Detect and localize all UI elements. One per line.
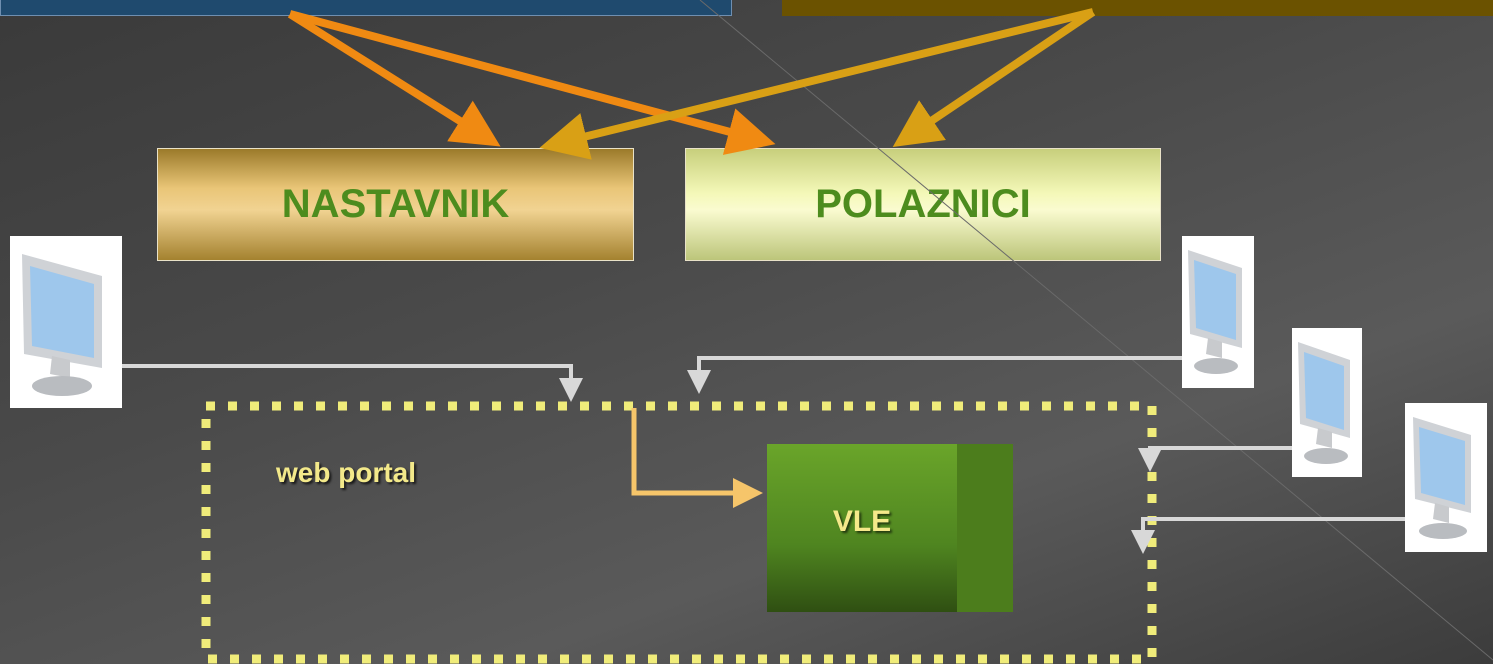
arrow-orange-2: [288, 10, 776, 155]
computer-monitor-icon: [10, 236, 122, 408]
connector-left: [98, 364, 583, 402]
arrow-gold-1: [539, 8, 1094, 160]
teacher-label: NASTAVNIK: [281, 182, 510, 226]
vle-cube: [767, 444, 1013, 612]
vle-label: VLE: [832, 505, 892, 538]
top-left-box: [0, 0, 732, 16]
connector-right-2: [1138, 446, 1322, 472]
students-label: POLAZNICI: [815, 182, 1031, 226]
teacher-box: NASTAVNIK: [157, 148, 634, 261]
arrow-orange-1: [287, 10, 501, 147]
students-box: POLAZNICI: [685, 148, 1161, 261]
portal-label: web portal: [276, 457, 417, 488]
connector-right-3: [1131, 517, 1428, 554]
background-line: [699, 0, 1493, 661]
connector-vle: [631, 408, 763, 508]
computer-monitor-icon: [1405, 403, 1487, 552]
portal-border: [201, 401, 1157, 664]
computer-monitor-icon: [1292, 328, 1362, 477]
computer-monitor-icon: [1182, 236, 1254, 388]
connector-right-1: [687, 356, 1222, 394]
top-right-box: [782, 0, 1493, 16]
arrow-gold-2: [892, 8, 1096, 147]
